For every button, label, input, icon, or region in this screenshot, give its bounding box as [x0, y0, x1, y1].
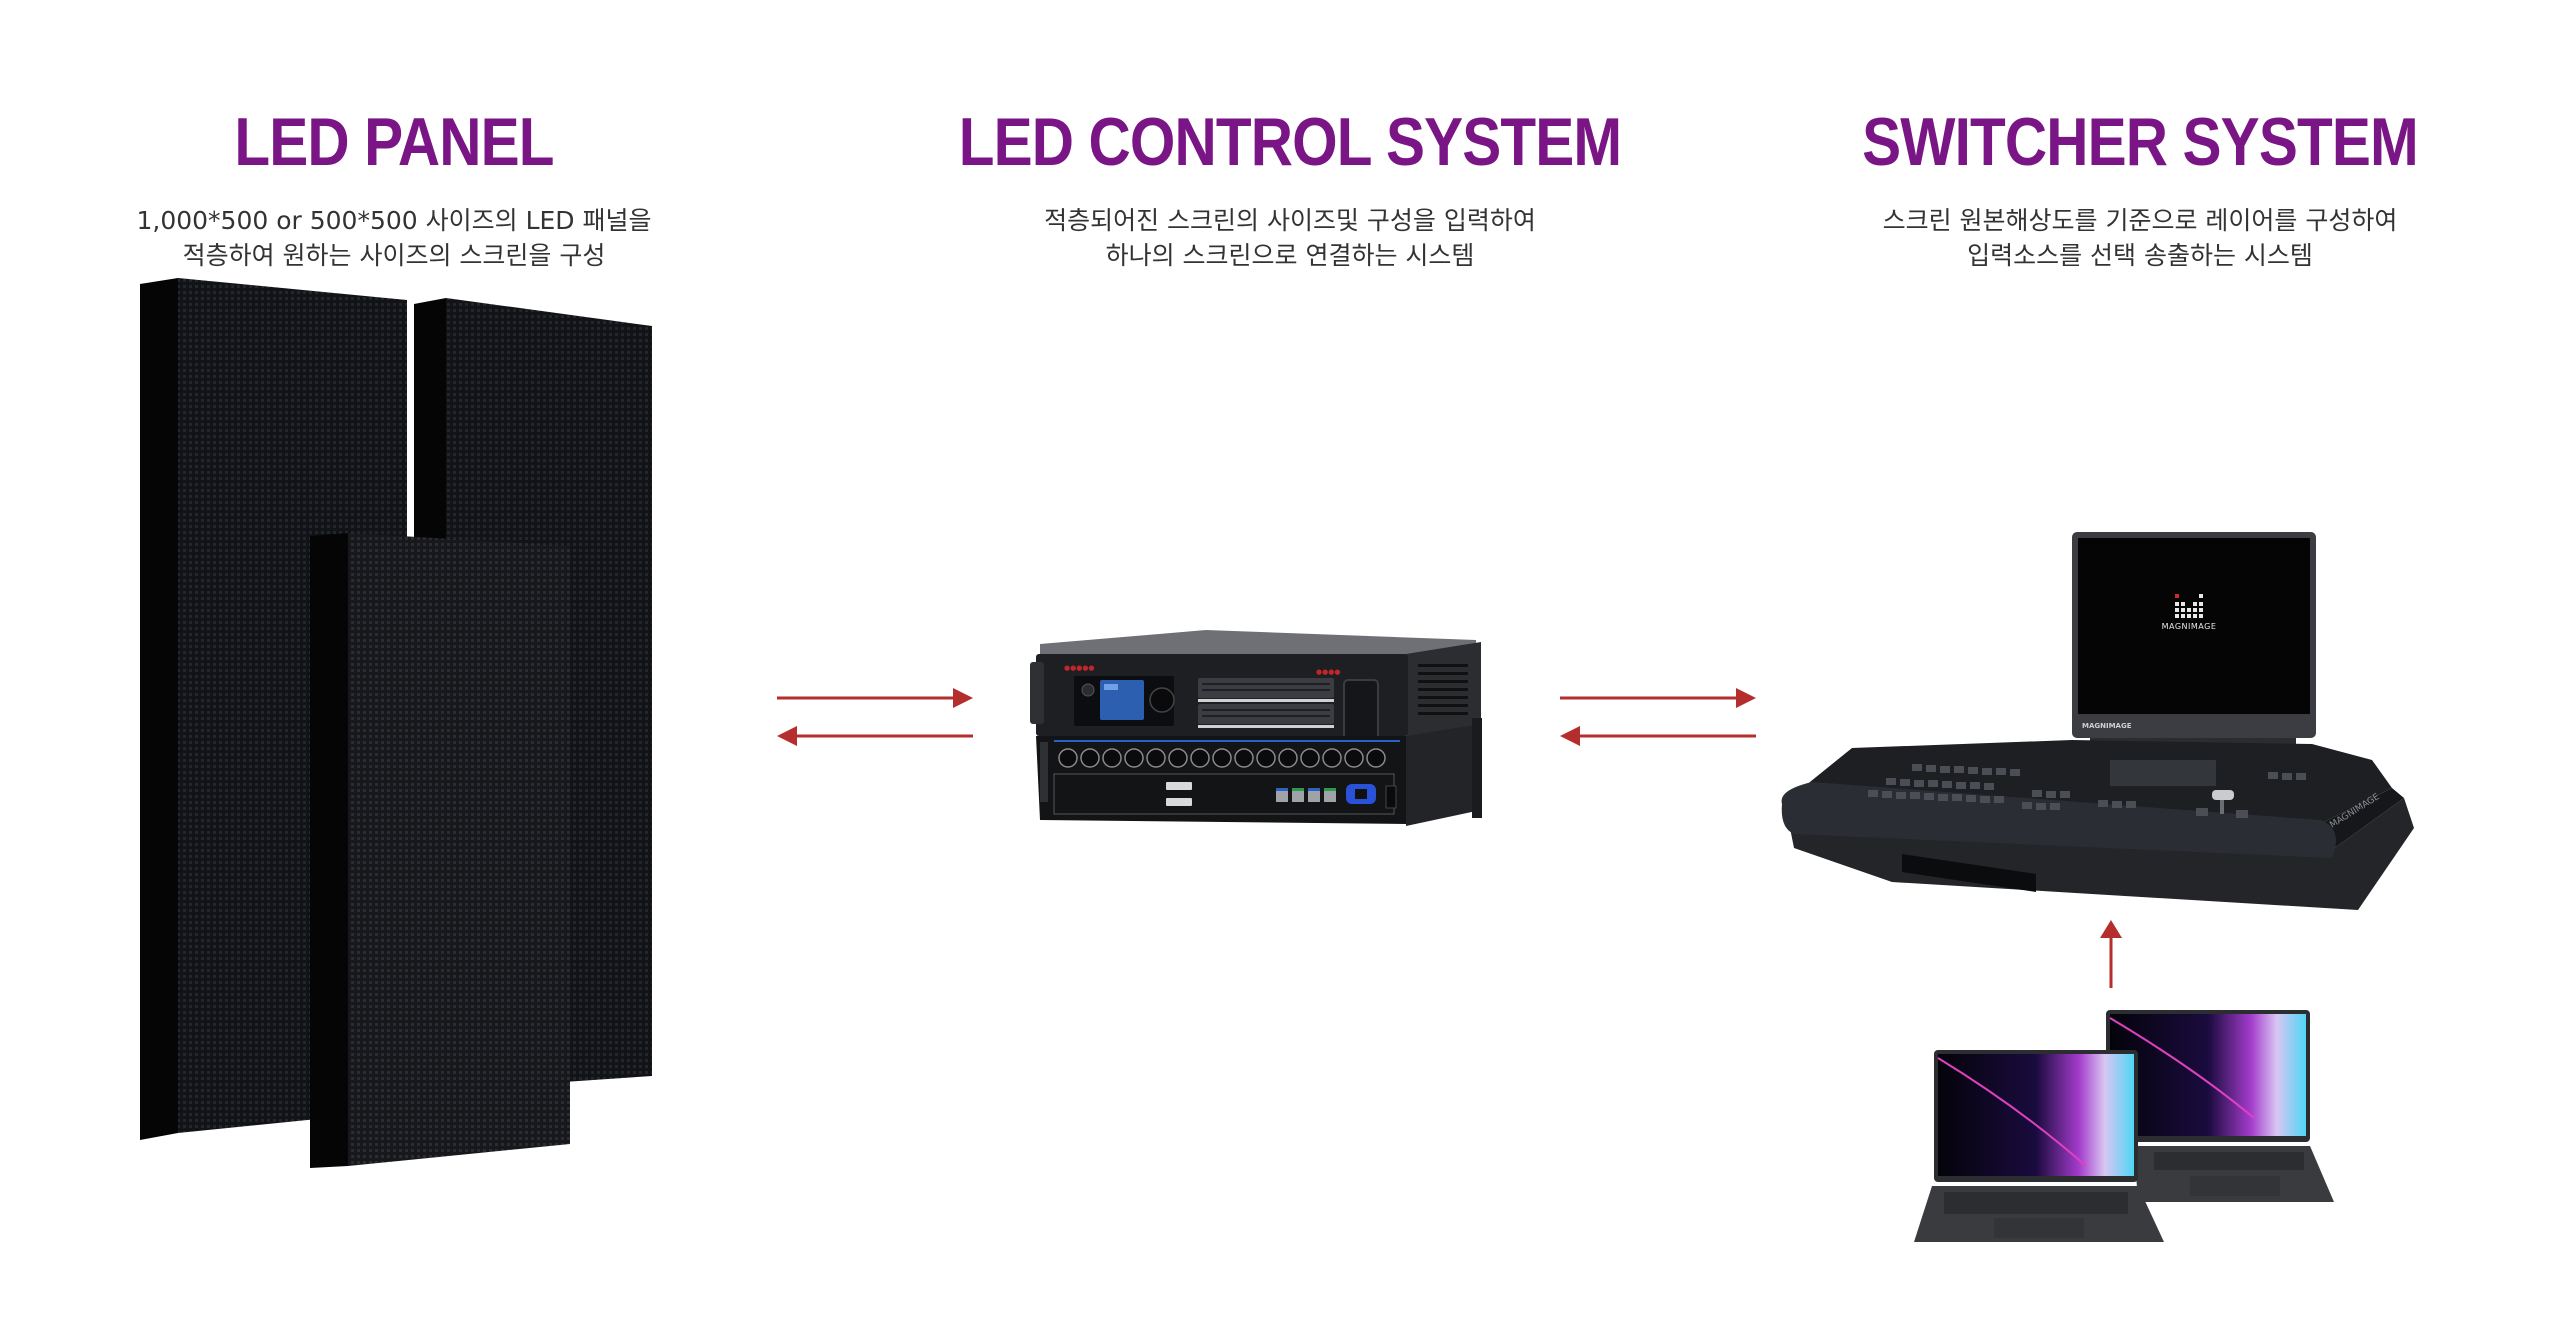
led-controller-device-image: ●●●●● ●●●●	[1030, 630, 1482, 826]
switcher-system-title: SWITCHER SYSTEM	[1862, 104, 2419, 180]
t-bar-handle	[2212, 790, 2234, 800]
led-panel-stack-image	[140, 278, 652, 1168]
fiber-ports	[1276, 788, 1336, 802]
dvi-ports	[1166, 782, 1192, 806]
switcher-description-line-1: 스크린 원본해상도를 기준으로 레이어를 구성하여	[1882, 206, 2398, 235]
front-vents	[1198, 678, 1334, 724]
arrow-right-icon	[1560, 688, 1756, 708]
led-panel-description-line-1: 1,000*500 or 500*500 사이즈의 LED 패널을	[136, 206, 652, 235]
led-control-system-description: 적층되어진 스크린의 사이즈및 구성을 입력하여 하나의 스크린으로 연결하는 …	[890, 203, 1690, 273]
magnimage-logo-icon	[2175, 594, 2203, 618]
switcher-keys	[1868, 764, 2306, 818]
laptop-screen	[1938, 1054, 2134, 1176]
arrow-up-icon	[2100, 920, 2122, 988]
led-control-description-line-2: 하나의 스크린으로 연결하는 시스템	[1105, 241, 1475, 270]
led-panel-small-front	[310, 533, 570, 1168]
console-lcd	[2110, 760, 2216, 786]
led-control-description-line-1: 적층되어진 스크린의 사이즈및 구성을 입력하여	[1044, 206, 1536, 235]
svg-text:●●●●: ●●●●	[1316, 668, 1340, 676]
arrow-right-icon	[777, 688, 973, 708]
screen-brand-text: MAGNIMAGE	[2162, 622, 2217, 631]
led-control-system-title: LED CONTROL SYSTEM	[958, 104, 1622, 180]
switcher-monitor: MAGNIMAGE MAGNIMAGE	[2072, 532, 2316, 754]
ethernet-ports	[1058, 748, 1386, 768]
laptop-screen	[2110, 1014, 2306, 1136]
switcher-console-image: MAGNIMAGE MAGNIMAGE MAGNIMAGE	[1781, 532, 2414, 910]
base-vent	[1902, 854, 2036, 892]
switcher-system-description: 스크린 원본해상도를 기준으로 레이어를 구성하여 입력소스를 선택 송출하는 …	[1790, 203, 2490, 273]
vent-grille	[1418, 664, 1468, 715]
laptop-source-2-image	[2106, 1010, 2334, 1202]
switcher-description-line-2: 입력소스를 선택 송출하는 시스템	[1967, 241, 2313, 270]
led-panel-description: 1,000*500 or 500*500 사이즈의 LED 패널을 적층하여 원…	[94, 203, 694, 273]
svg-text:●●●●●: ●●●●●	[1064, 664, 1095, 672]
laptop-source-1-image	[1914, 1050, 2164, 1242]
arrow-left-icon	[777, 726, 973, 746]
power-switch-icon	[1385, 785, 1397, 809]
led-panel-description-line-2: 적층하여 원하는 사이즈의 스크린을 구성	[182, 241, 606, 270]
arrow-left-icon	[1560, 726, 1756, 746]
bezel-brand-text: MAGNIMAGE	[2082, 722, 2132, 730]
led-panel-title: LED PANEL	[234, 104, 554, 180]
power-button-icon	[1081, 683, 1095, 697]
rack-handle-left	[1030, 662, 1044, 724]
control-knob-icon	[1149, 687, 1175, 713]
